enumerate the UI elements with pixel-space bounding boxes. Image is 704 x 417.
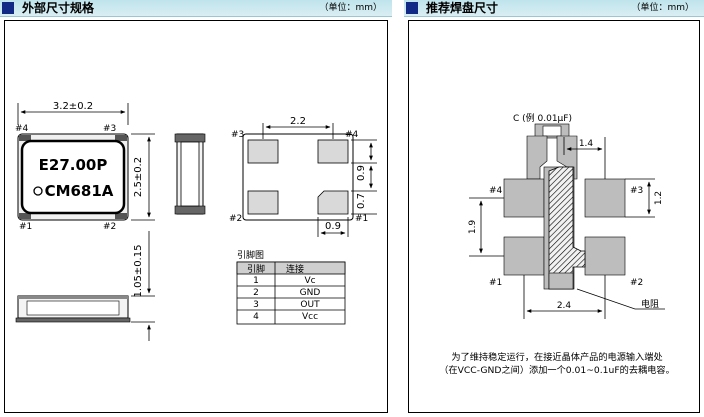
decoupling-note-line1: 为了维持稳定运行，在接近晶体产品的电源输入端处	[451, 352, 663, 363]
resistor-trace	[548, 166, 586, 290]
land-pattern-title: 推荐焊盘尺寸	[426, 1, 499, 15]
front-view-package	[15, 295, 131, 323]
pad-2	[584, 236, 626, 276]
pitch-x-dimension: 1.4	[579, 139, 594, 149]
pad-width-dimension: 0.9	[325, 221, 341, 232]
pad-height-dimension: 0.9	[356, 165, 367, 181]
outline-drawing: E27.00P CM681A #4 #3 #1 #2 3.2±0.2 2.5±0…	[15, 101, 377, 341]
decoupling-note-line2: （在VCC-GND之间）添加一个0.01~0.1uF的去耦电容。	[439, 365, 675, 376]
bottom-view-package	[242, 133, 354, 221]
height-dimension: 2.5±0.2	[133, 157, 144, 197]
pad-1	[503, 236, 545, 276]
resistor-label: 电阻	[641, 298, 659, 310]
side-view-package	[174, 133, 206, 215]
pad-pin4-label: #4	[489, 186, 503, 196]
pin-table-cell: 4	[253, 312, 259, 322]
bottom-view-pin4-label: #4	[345, 130, 359, 140]
section-marker-icon	[2, 2, 14, 14]
outline-unit-label: （单位：mm）	[319, 3, 382, 13]
capacitor-component	[534, 123, 570, 139]
pin-table-cell: OUT	[300, 300, 320, 310]
pin-table-cell: Vcc	[302, 312, 318, 322]
pad-height-dimension-right: 1.2	[654, 191, 664, 205]
total-width-dimension: 2.4	[557, 301, 572, 311]
outline-dimensions-header: 外部尺寸规格 （单位：mm）	[0, 0, 392, 17]
pad-pin2-label: #2	[630, 278, 643, 288]
pad-pin1-label: #1	[489, 278, 502, 288]
resistor-leader-line	[576, 288, 665, 310]
bottom-view-pin1-label: #1	[355, 214, 368, 224]
pitch-y-dimension: 1.9	[468, 220, 478, 235]
pin-table-header-pin: 引脚	[247, 264, 265, 275]
pin-table: 引脚 连接 1 Vc 2 GND 3 OUT 4 Vcc	[236, 261, 346, 325]
pin-table-cell: 3	[253, 300, 259, 310]
outline-dimensions-panel: 外部尺寸规格 （单位：mm） E27.00P CM681A	[0, 0, 392, 413]
top-view-package: E27.00P CM681A	[17, 133, 129, 221]
section-marker-icon	[406, 2, 418, 14]
marking-line2: CM681A	[45, 182, 114, 200]
pin-table-cell: Vc	[304, 276, 315, 286]
land-pattern-header: 推荐焊盘尺寸 （单位：mm）	[404, 0, 704, 17]
bottom-view-pin3-label: #3	[231, 130, 244, 140]
top-view-pin4-label: #4	[15, 124, 29, 134]
pin-table-caption: 引脚图	[237, 250, 264, 261]
capacitor-label: C (例 0.01μF)	[513, 112, 572, 124]
land-pattern-drawing: C (例 0.01μF) #4 #3 #1 #2	[468, 112, 665, 319]
pin-table-cell: GND	[300, 288, 321, 298]
marking-line1: E27.00P	[39, 156, 108, 174]
width-dimension: 3.2±0.2	[53, 101, 93, 112]
pad-4	[503, 178, 545, 218]
top-view-pin2-label: #2	[103, 222, 116, 232]
land-pattern-unit-label: （单位：mm）	[631, 3, 694, 13]
pad-gap-dimension: 0.7	[356, 193, 367, 209]
outline-dimensions-title: 外部尺寸规格	[22, 1, 95, 15]
top-view-pin3-label: #3	[103, 124, 116, 134]
land-pattern-panel: 推荐焊盘尺寸 （单位：mm） C (例 0.01μF)	[404, 0, 704, 413]
pin1-indicator-icon	[33, 186, 43, 196]
pin-table-cell: 1	[253, 276, 259, 286]
land-pattern-frame: C (例 0.01μF) #4 #3 #1 #2	[408, 20, 700, 413]
pad-pitch-dimension: 2.2	[290, 116, 306, 127]
pad-pin3-label: #3	[630, 186, 643, 196]
pin-table-header-connection: 连接	[286, 263, 304, 275]
pad-3	[584, 178, 626, 218]
top-view-pin1-label: #1	[19, 222, 32, 232]
thickness-dimension: 1.05±0.15	[133, 245, 144, 298]
bottom-view-pin2-label: #2	[229, 214, 242, 224]
outline-drawing-frame: E27.00P CM681A #4 #3 #1 #2 3.2±0.2 2.5±0…	[4, 20, 388, 413]
pin-table-cell: 2	[253, 288, 259, 298]
